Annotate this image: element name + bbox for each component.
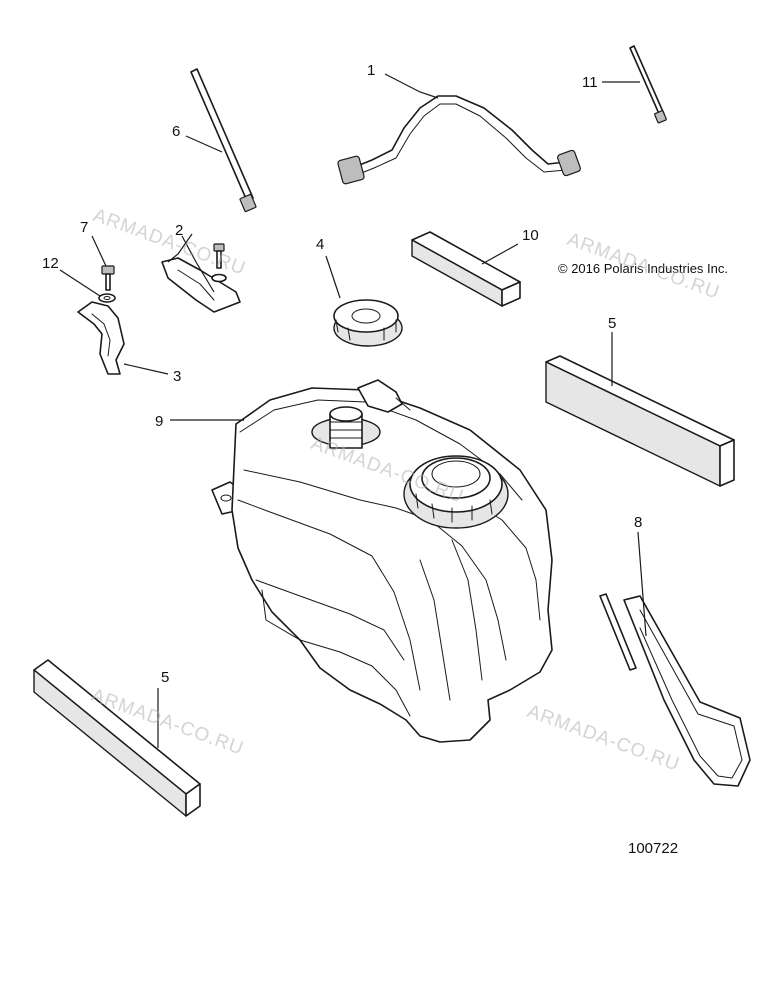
- fuel-cap-part-4: [333, 299, 403, 347]
- callout-12: 12: [42, 255, 59, 272]
- washer-part-12: [98, 293, 116, 303]
- callout-2: 2: [175, 222, 183, 239]
- diagram-number: 100722: [628, 840, 678, 857]
- vent-hose-part-1: [337, 95, 581, 185]
- rod-part-8: [599, 593, 751, 787]
- callout-leaders: [59, 73, 647, 748]
- callout-labels: 1 11 6 7 2 12 3 4 10 5 9 8 5: [42, 62, 642, 686]
- watermark-5: ARMADA-CO.RU: [524, 701, 682, 776]
- callout-6: 6: [172, 123, 180, 140]
- bolt-part-7: [101, 265, 115, 291]
- callout-7: 7: [80, 219, 88, 236]
- fuel-tank-part-9: [211, 379, 553, 743]
- foam-pad-part-5-left: [33, 659, 201, 817]
- callout-5-right: 5: [608, 315, 616, 332]
- strap-part-11: [629, 45, 667, 124]
- bracket-part-2: [161, 243, 241, 313]
- callout-1: 1: [367, 62, 375, 79]
- foam-pad-part-5-right: [545, 355, 735, 487]
- callout-9: 9: [155, 413, 163, 430]
- callout-8: 8: [634, 514, 642, 531]
- strap-part-6: [190, 68, 257, 213]
- callout-5-left: 5: [161, 669, 169, 686]
- callout-11: 11: [582, 74, 598, 91]
- callout-10: 10: [522, 227, 539, 244]
- foam-pad-part-10: [411, 231, 521, 307]
- callout-3: 3: [173, 368, 181, 385]
- callout-4: 4: [316, 236, 324, 253]
- bracket-part-3: [77, 301, 125, 375]
- copyright-text: © 2016 Polaris Industries Inc.: [558, 261, 728, 276]
